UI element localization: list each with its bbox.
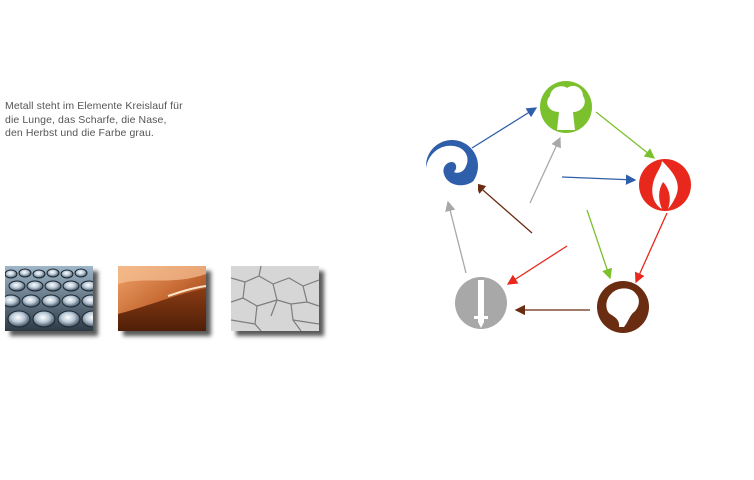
arrow-water-to-wood xyxy=(471,107,538,149)
description-text: Metall steht im Elemente Kreislauf für d… xyxy=(5,100,183,139)
arrow-fire-to-metal xyxy=(506,245,568,285)
metal-sword-icon xyxy=(455,277,507,329)
fire-flame-icon xyxy=(639,159,691,211)
earth-continent-icon xyxy=(597,281,649,333)
wood-tree-icon xyxy=(540,81,592,133)
arrow-water-to-fire xyxy=(561,174,637,185)
five-elements-diagram xyxy=(426,81,691,333)
arrow-metal-to-water xyxy=(445,200,467,274)
arrow-wood-to-fire xyxy=(595,111,656,159)
arrow-fire-to-earth xyxy=(634,212,668,284)
arrow-metal-to-wood xyxy=(529,136,561,204)
arrow-wood-to-earth xyxy=(586,209,613,280)
arrow-earth-to-water xyxy=(475,183,533,234)
water-wave-icon xyxy=(426,140,478,192)
metal-cans-photo xyxy=(5,266,93,331)
cracked-dry-earth-photo xyxy=(231,266,319,331)
orange-sand-dune-photo xyxy=(118,266,206,331)
